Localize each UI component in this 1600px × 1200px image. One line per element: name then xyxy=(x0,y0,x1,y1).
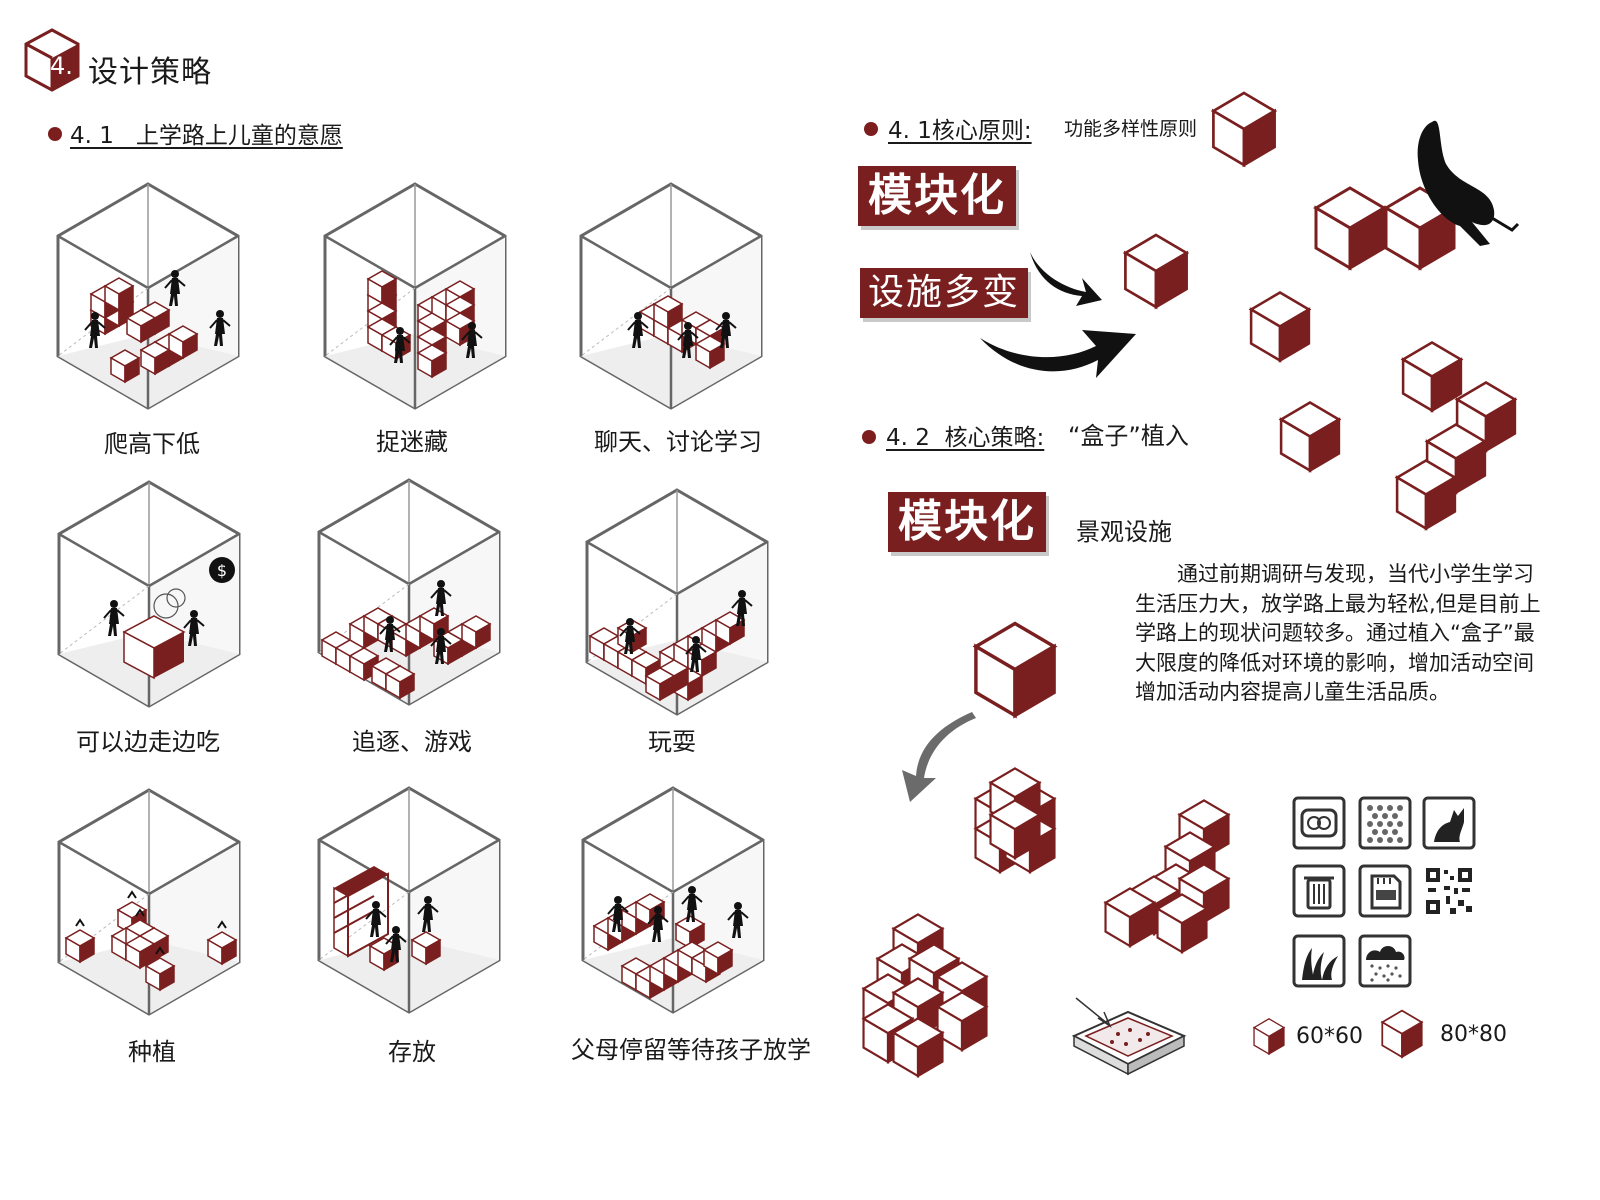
trash-can-icon xyxy=(1292,864,1346,918)
cat-icon xyxy=(1422,796,1476,850)
activity-label: 存放 xyxy=(388,1038,436,1066)
core-strategy-label: 4. 2 核心策略: xyxy=(886,425,1045,451)
activity-cube-planting xyxy=(57,788,241,1016)
planter-tray xyxy=(1071,997,1187,1076)
variable-facility-tag: 设施多变 xyxy=(860,268,1029,318)
mesh-grid-icon xyxy=(1358,796,1412,850)
landscape-facility-label: 景观设施 xyxy=(1076,518,1172,546)
floating-cubes xyxy=(1124,91,1520,530)
activity-label: 父母停留等待孩子放学 xyxy=(571,1036,811,1064)
activity-label: 可以边走边吃 xyxy=(76,728,220,756)
activity-cube-climbing xyxy=(56,182,240,410)
activity-label: 捉迷藏 xyxy=(376,428,448,456)
activity-label: 种植 xyxy=(128,1038,176,1066)
vent-icon xyxy=(1292,796,1346,850)
header-cube-icon xyxy=(24,28,80,92)
bullet-dot xyxy=(862,430,876,444)
activity-cube-parents xyxy=(581,786,765,1014)
modular-tag: 模块化 xyxy=(858,166,1016,227)
section-4-1-label: 4. 1 上学路上儿童的意愿 xyxy=(70,123,343,149)
qr-code-icon xyxy=(1426,868,1472,914)
activity-cube-chat xyxy=(579,182,763,410)
arrow-icon xyxy=(980,330,1136,378)
header-number: 4. xyxy=(50,52,73,80)
arrow-icon xyxy=(1030,252,1102,306)
activity-cube-hide-seek xyxy=(323,182,507,410)
cube-cluster-2 xyxy=(1104,799,1230,954)
activity-cube-storage xyxy=(317,786,501,1014)
activity-cube-chase xyxy=(317,478,501,706)
cube-cluster-3 xyxy=(862,913,988,1078)
bullet-dot xyxy=(864,122,878,136)
size-label-60: 60*60 xyxy=(1296,1024,1363,1049)
core-principle-label: 4. 1核心原则: xyxy=(888,118,1032,144)
grey-arrow-icon xyxy=(902,712,976,802)
description-paragraph: 通过前期调研与发现，当代小学生学习生活压力大，放学路上最为轻松,但是目前上学路上… xyxy=(1135,562,1541,704)
modular-tag-2: 模块化 xyxy=(888,492,1046,553)
activity-label: 爬高下低 xyxy=(104,430,200,458)
page-title: 设计策略 xyxy=(88,55,212,90)
core-principle-desc: 功能多样性原则 xyxy=(1064,118,1198,140)
core-strategy-desc: “盒子”植入 xyxy=(1068,422,1189,450)
size-60-cube-icon xyxy=(1253,1018,1285,1055)
size-label-80: 80*80 xyxy=(1440,1022,1507,1047)
sd-card-icon xyxy=(1358,864,1412,918)
activity-label: 玩耍 xyxy=(648,728,696,756)
rain-cloud-icon xyxy=(1358,934,1412,988)
activity-cube-play xyxy=(585,488,769,716)
single-cube xyxy=(974,621,1056,718)
activity-label: 聊天、讨论学习 xyxy=(594,428,762,456)
bullet-dot xyxy=(48,127,62,141)
activity-label: 追逐、游戏 xyxy=(352,728,472,756)
size-80-cube-icon xyxy=(1381,1009,1423,1058)
activity-cube-eating: $ xyxy=(57,480,241,708)
cube-cluster-1 xyxy=(974,767,1056,874)
grass-icon xyxy=(1292,934,1346,988)
svg-text:$: $ xyxy=(217,561,227,580)
